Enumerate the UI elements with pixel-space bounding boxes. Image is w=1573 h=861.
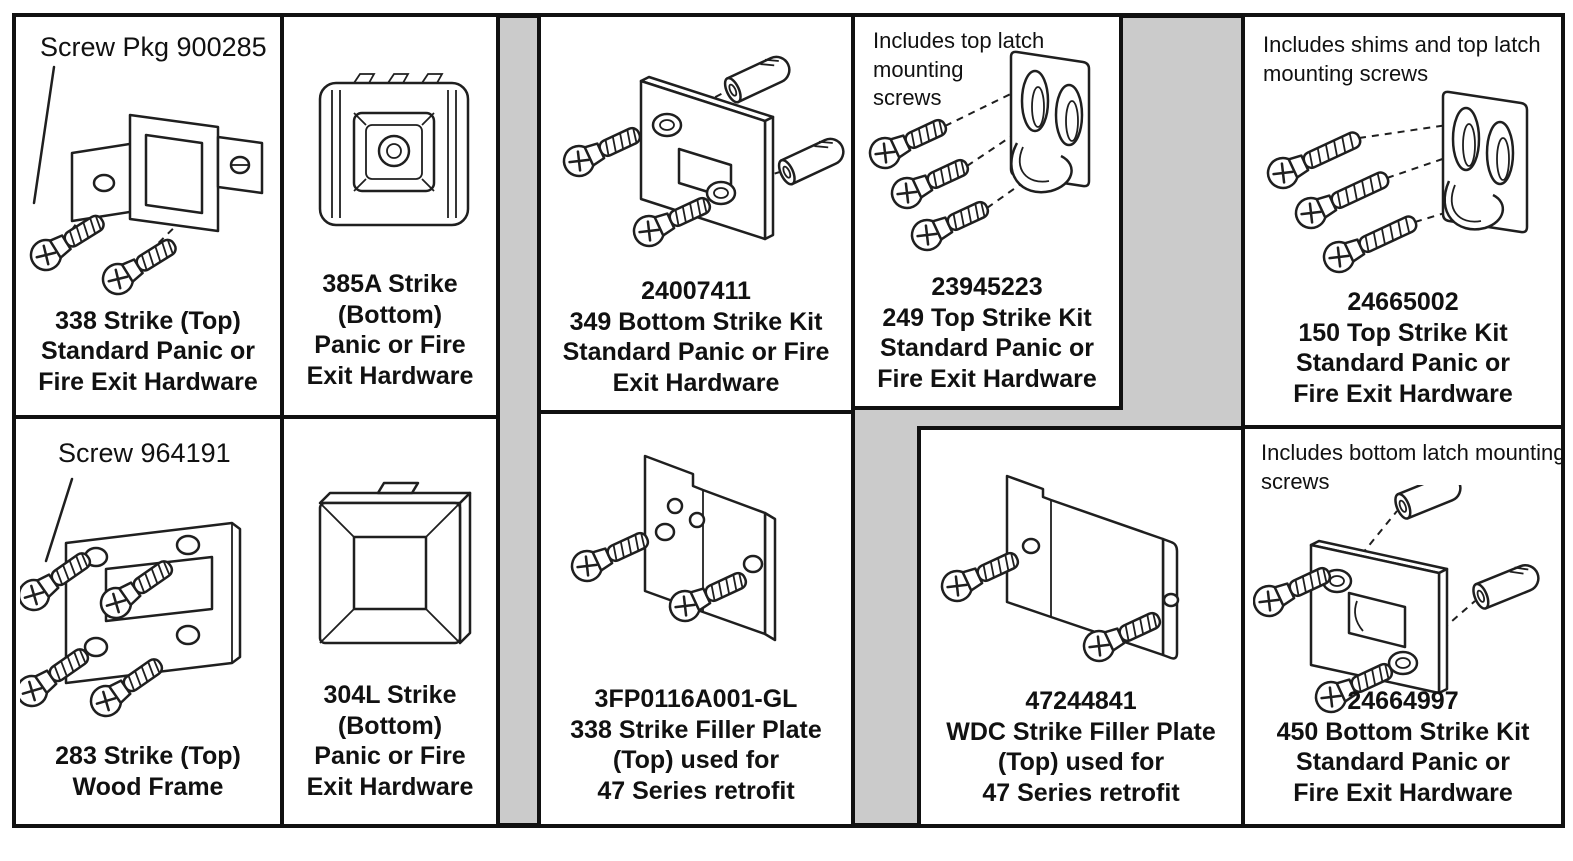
panel-caption: 338 Strike (Top) Standard Panic or Fire … <box>38 306 258 396</box>
panel-caption: 24664997 450 Bottom Strike Kit Standard … <box>1276 687 1530 807</box>
panel-349-bottom-strike-kit: 24007411 349 Bottom Strike Kit Standard … <box>537 13 855 414</box>
notched-filler-plate-with-two-screws-illustration <box>565 454 777 642</box>
panel-150-top-strike-kit: Includes shims and top latch mounting sc… <box>1241 13 1565 429</box>
divider-band-right-bottom <box>853 406 921 824</box>
panel-caption: 304L Strike (Bottom) Panic or Fire Exit … <box>306 681 474 801</box>
bottom-strike-plate-with-two-screws-and-two-anchors-illustration <box>1253 485 1544 719</box>
includes-note: Includes top latch mounting screws <box>873 28 1045 111</box>
panel-283-strike-wood-frame: Screw 964191 283 Strike (Top) Wood Frame <box>12 415 284 828</box>
strike-bracket-with-two-screws-illustration <box>24 65 264 301</box>
panel-338-strike-top: Screw Pkg 900285 338 Strike (Top) Standa… <box>12 13 284 419</box>
panel-249-top-strike-kit: Includes top latch mounting screws 23945… <box>851 13 1123 410</box>
includes-note: Includes shims and top latch mounting sc… <box>1263 32 1541 86</box>
panel-caption: 24665002 150 Top Strike Kit Standard Pan… <box>1293 288 1513 408</box>
screw-label: Screw 964191 <box>58 438 231 468</box>
panel-385a-strike-bottom: 385A Strike (Bottom) Panic or Fire Exit … <box>280 13 500 419</box>
top-latch-bracket-with-three-long-screws-illustration <box>1261 90 1529 279</box>
divider-band-right-top <box>1121 15 1243 430</box>
flat-strike-plate-with-four-screws-illustration <box>20 477 242 724</box>
includes-note: Includes bottom latch mounting screws <box>1261 440 1566 494</box>
panel-338-strike-filler-plate: 3FP0116A001-GL 338 Strike Filler Plate (… <box>537 410 855 828</box>
divider-band-left <box>500 15 539 825</box>
ribbed-square-strike-front-view-illustration <box>318 73 470 227</box>
square-bezel-strike-illustration <box>318 481 472 645</box>
top-latch-bracket-with-three-screws-illustration <box>863 50 1091 257</box>
panel-caption: 3FP0116A001-GL 338 Strike Filler Plate (… <box>570 685 822 805</box>
panel-caption: 47244841 WDC Strike Filler Plate (Top) u… <box>946 687 1216 807</box>
strike-plate-with-two-screws-and-two-anchors-illustration <box>557 50 849 253</box>
screw-package-label: Screw Pkg 900285 <box>40 32 267 62</box>
panel-caption: 23945223 249 Top Strike Kit Standard Pan… <box>877 273 1097 393</box>
panel-caption: 385A Strike (Bottom) Panic or Fire Exit … <box>306 270 474 390</box>
panel-caption: 283 Strike (Top) Wood Frame <box>55 742 241 801</box>
panel-304l-strike-bottom: 304L Strike (Bottom) Panic or Fire Exit … <box>280 415 500 828</box>
panel-caption: 24007411 349 Bottom Strike Kit Standard … <box>562 277 830 397</box>
wide-notched-filler-plate-with-two-screws-illustration <box>935 474 1180 668</box>
panel-450-bottom-strike-kit: Includes bottom latch mounting screws 24… <box>1241 425 1566 828</box>
panel-wdc-strike-filler-plate: 47244841 WDC Strike Filler Plate (Top) u… <box>917 426 1245 828</box>
